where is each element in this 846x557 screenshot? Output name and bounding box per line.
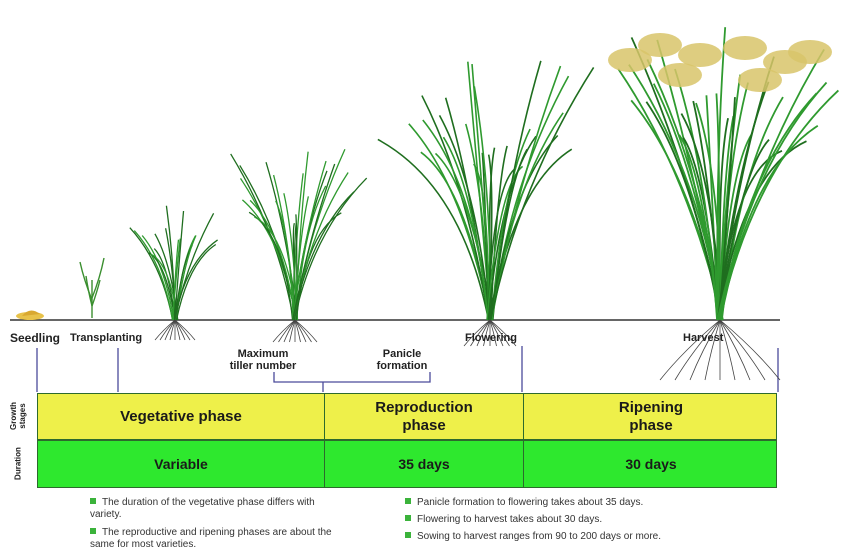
stage-label-transplanting: Transplanting bbox=[70, 332, 142, 344]
phase-cell-reproduction: Reproduction phase bbox=[324, 394, 523, 439]
flowering-plant bbox=[378, 61, 594, 320]
duration-row: Variable 35 days 30 days bbox=[37, 440, 777, 488]
row-label-growth-stages: Growth stages bbox=[9, 398, 27, 434]
note-right-2: Flowering to harvest takes about 30 days… bbox=[405, 514, 735, 526]
duration-cell-vegetative: Variable bbox=[38, 441, 324, 487]
stage-label-panicle: Panicle formation bbox=[362, 348, 442, 372]
row-label-duration: Duration bbox=[14, 446, 23, 482]
note-right-3: Sowing to harvest ranges from 90 to 200 … bbox=[405, 531, 705, 543]
stage-label-max-tiller: Maximum tiller number bbox=[208, 348, 318, 372]
note-left-1: The duration of the vegetative phase dif… bbox=[90, 497, 340, 521]
stage-label-flowering: Flowering bbox=[465, 332, 517, 344]
seedling-plant bbox=[16, 310, 44, 320]
stage-label-seedling: Seedling bbox=[10, 331, 60, 345]
bullet-icon bbox=[405, 498, 411, 504]
duration-cell-ripening: 30 days bbox=[523, 441, 778, 487]
stage-label-harvest: Harvest bbox=[683, 332, 723, 344]
duration-cell-reproduction: 35 days bbox=[324, 441, 523, 487]
bullet-icon bbox=[90, 498, 96, 504]
bullet-icon bbox=[405, 515, 411, 521]
harvest-plant bbox=[608, 27, 838, 320]
tillering-plant bbox=[130, 206, 218, 320]
note-right-1: Panicle formation to flowering takes abo… bbox=[405, 497, 735, 509]
growth-stage-row: Vegetative phase Reproduction phase Ripe… bbox=[37, 393, 777, 440]
phase-cell-vegetative: Vegetative phase bbox=[38, 394, 324, 439]
transplanting-plant bbox=[80, 258, 104, 318]
bullet-icon bbox=[90, 528, 96, 534]
phase-cell-ripening: Ripening phase bbox=[523, 394, 778, 439]
note-left-2: The reproductive and ripening phases are… bbox=[90, 527, 340, 551]
bullet-icon bbox=[405, 532, 411, 538]
max-tiller-plant bbox=[231, 149, 367, 320]
